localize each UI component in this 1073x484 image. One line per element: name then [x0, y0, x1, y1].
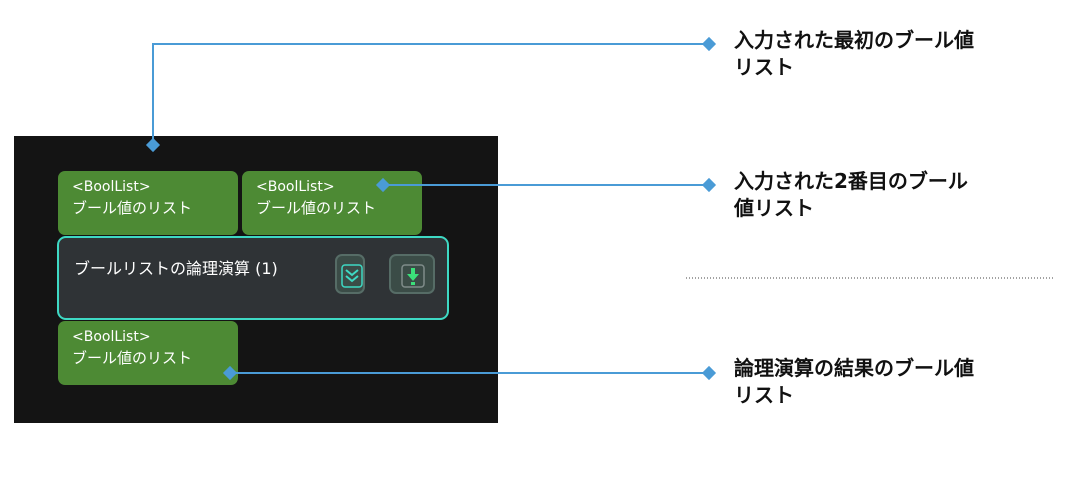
annotation-second-input: 入力された2番目のブール 値リスト — [734, 168, 1044, 222]
input-port-2[interactable]: <BoolList> ブール値のリスト — [242, 171, 422, 235]
download-arrow-icon — [401, 264, 425, 288]
annotation-first-input: 入力された最初のブール値 リスト — [734, 27, 1044, 81]
expand-button[interactable] — [335, 254, 365, 294]
step-title: ブールリストの論理演算 (1) — [74, 259, 278, 278]
port-label: ブール値のリスト — [72, 349, 193, 367]
annotation-line: 入力された2番目のブール — [734, 169, 968, 193]
annotation-line: 値リスト — [734, 196, 814, 220]
output-port[interactable]: <BoolList> ブール値のリスト — [58, 321, 238, 385]
bool-list-logic-step[interactable]: ブールリストの論理演算 (1) — [57, 236, 449, 320]
connector-marker — [701, 36, 717, 52]
annotation-line: 論理演算の結果のブール値 — [734, 356, 974, 380]
port-type-label: <BoolList> — [256, 179, 335, 195]
connector-marker — [222, 365, 238, 381]
annotation-line: 入力された最初のブール値 — [734, 28, 974, 52]
connector-first-input — [152, 43, 709, 145]
connector-marker — [145, 137, 161, 153]
input-port-1[interactable]: <BoolList> ブール値のリスト — [58, 171, 238, 235]
output-toggle-button[interactable] — [389, 254, 435, 294]
annotation-line: リスト — [734, 55, 794, 79]
connector-marker — [701, 177, 717, 193]
port-label: ブール値のリスト — [256, 199, 377, 217]
connector-marker — [701, 365, 717, 381]
connector-marker — [375, 177, 391, 193]
annotation-result: 論理演算の結果のブール値 リスト — [734, 355, 1044, 409]
port-type-label: <BoolList> — [72, 329, 151, 345]
annotation-line: リスト — [734, 383, 794, 407]
double-chevron-down-icon — [341, 264, 363, 288]
port-label: ブール値のリスト — [72, 199, 193, 217]
port-type-label: <BoolList> — [72, 179, 151, 195]
